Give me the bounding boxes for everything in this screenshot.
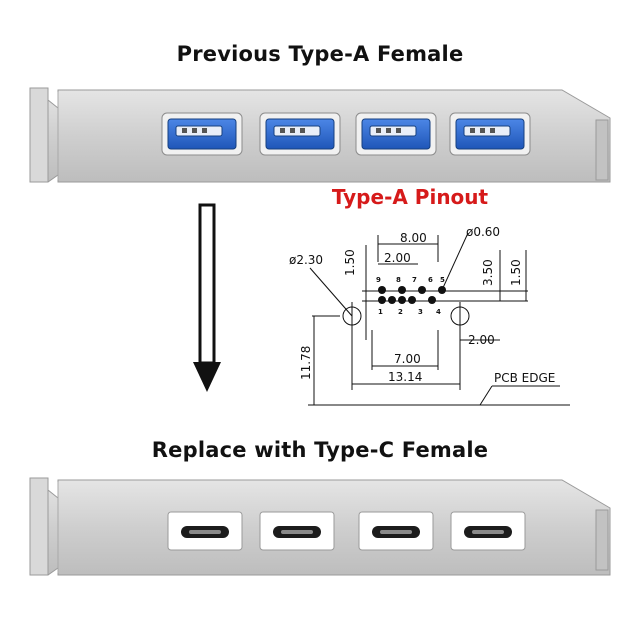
down-arrow-icon: [193, 203, 221, 392]
dim-8-00: 8.00: [400, 231, 427, 245]
pin-label-9: 9: [376, 276, 381, 284]
pin-label-5: 5: [440, 276, 445, 284]
usb-c-port-1: [167, 511, 243, 551]
dim-peg-dia: ø2.30: [289, 253, 323, 267]
usb-c-port-4: [450, 511, 526, 551]
pcb-edge-label: PCB EDGE: [494, 371, 555, 385]
usb-a-port-4: [449, 112, 531, 156]
pinout-pins: [378, 286, 446, 304]
dim-left-offset: 1.50: [343, 249, 357, 276]
heading-replace-type-c: Replace with Type-C Female: [151, 438, 489, 462]
usb-a-port-1: [161, 112, 243, 156]
heading-type-a-pinout: Type-A Pinout: [331, 185, 489, 209]
pin-label-8: 8: [396, 276, 401, 284]
dim-peg-offset: 2.00: [468, 333, 495, 347]
usb-a-port-3: [355, 112, 437, 156]
bottom-bracket-tab: [595, 509, 609, 571]
usb-c-port-2: [259, 511, 335, 551]
pin-label-2: 2: [398, 308, 403, 316]
pin-label-6: 6: [428, 276, 433, 284]
pin-label-4: 4: [436, 308, 441, 316]
dim-row-pitch: 2.00: [384, 251, 411, 265]
dim-peg-span: 13.14: [388, 370, 422, 384]
pin-label-1: 1: [378, 308, 383, 316]
heading-previous-type-a: Previous Type-A Female: [176, 42, 464, 66]
dim-right-offset: 1.50: [509, 259, 523, 286]
dim-pin-span: 7.00: [394, 352, 421, 366]
dim-depth: 11.78: [299, 346, 313, 380]
dim-hole-dia: ø0.60: [466, 225, 500, 239]
usb-c-port-3: [358, 511, 434, 551]
pin-label-3: 3: [418, 308, 423, 316]
top-bracket-tab: [595, 119, 609, 181]
pin-label-7: 7: [412, 276, 417, 284]
usb-a-port-2: [259, 112, 341, 156]
dim-row-height: 3.50: [481, 259, 495, 286]
